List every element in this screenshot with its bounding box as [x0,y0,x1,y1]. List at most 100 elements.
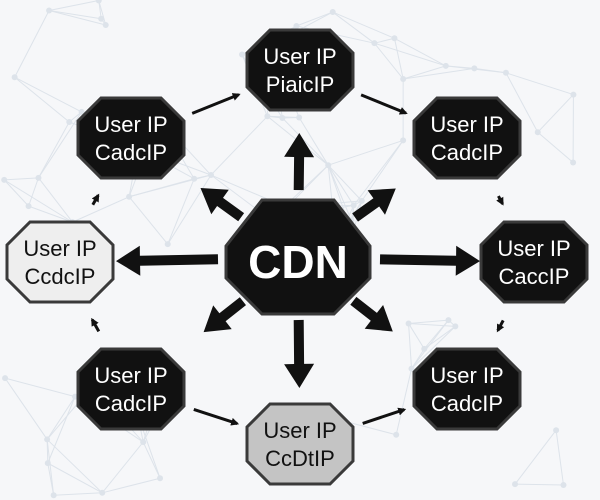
pattern-dot [393,431,400,438]
pattern-dot [140,439,147,446]
pattern-dot [553,427,560,434]
node-left: User IP CcdcIP [5,220,115,304]
spoke-arrow-lower-left [203,297,246,333]
pattern-line [505,72,539,133]
node-shape [76,347,186,431]
pattern-line [537,131,574,163]
pattern-line [332,11,375,44]
pattern-line [47,396,76,464]
pattern-line [394,37,447,67]
ring-arrow-left-to-upper-left [91,193,100,206]
pattern-line [353,140,404,206]
pattern-dot [391,35,398,42]
pattern-dot [239,51,246,58]
pattern-line [411,348,425,369]
node-shape [5,220,115,304]
pattern-dot [95,0,102,4]
pattern-dot [534,129,541,136]
node-line1: User IP [263,418,336,443]
pattern-dot [1,176,8,183]
pattern-dot [452,323,459,330]
pattern-line [53,492,103,496]
node-line1: User IP [430,112,503,137]
pattern-dot [405,320,412,327]
pattern-dot [570,159,577,166]
pattern-line [514,429,557,485]
spoke-arrow-right [379,245,480,276]
pattern-line [142,441,161,479]
pattern-line [474,67,507,74]
ring-arrows [90,93,505,426]
pattern-line [38,121,70,179]
node-line1: User IP [94,112,167,137]
pattern-line [47,462,103,494]
ring-arrow-lower-left-to-bottom [193,407,240,426]
node-shape [479,220,589,304]
pattern-line [296,11,333,27]
node-shape [412,96,522,180]
pattern-line [327,164,355,206]
pattern-line [38,177,73,223]
pattern-dot [99,489,106,496]
node-line2: CcDtIP [265,446,335,471]
pattern-line [14,76,82,113]
pattern-dot [264,113,271,120]
pattern-line [374,37,395,44]
node-line2: CcdcIP [25,264,96,289]
pattern-line [98,0,107,26]
pattern-line [49,10,102,20]
pattern-line [4,177,39,181]
pattern-dot [442,62,449,69]
pattern-line [395,368,413,435]
pattern-line [4,377,76,398]
node-line1: User IP [94,363,167,388]
pattern-line [38,111,83,179]
pattern-line [505,72,574,96]
pattern-line [48,10,106,26]
pattern-line [3,179,29,207]
pattern-dot [570,91,577,98]
node-line1: User IP [23,236,96,261]
pattern-dot [502,69,509,76]
node-line2: CadcIP [95,391,167,416]
ring-arrow-right-to-lower-right [496,319,505,333]
pattern-dot [279,115,286,122]
pattern-dot [296,114,303,121]
node-lower-left: User IP CadcIP [76,347,186,431]
node-line2: CadcIP [431,140,503,165]
pattern-dot [445,317,452,324]
node-line2: CadcIP [95,140,167,165]
pattern-line [282,117,329,166]
node-lower-right: User IP CadcIP [412,347,522,431]
pattern-dot [2,375,9,382]
cdn-hub-label: CDN [248,236,348,288]
pattern-line [4,377,48,440]
pattern-dot [98,15,105,22]
pattern-dot [560,481,567,488]
pattern-dot [66,118,73,125]
pattern-line [411,319,449,369]
cdn-hub: CDN [224,198,372,316]
pattern-dot [126,193,133,200]
node-shape [245,402,355,486]
node-shape [412,347,522,431]
node-upper-left: User IP CadcIP [76,96,186,180]
node-line1: User IP [430,363,503,388]
node-line2: CadcIP [431,391,503,416]
ring-arrow-upper-left-to-top [191,93,241,115]
pattern-line [408,323,413,369]
pattern-line [102,477,161,494]
pattern-dot [371,40,378,47]
pattern-line [167,174,212,245]
pattern-line [328,139,404,166]
pattern-line [374,42,404,80]
pattern-dot [157,475,164,482]
spoke-arrow-upper-right [352,188,396,222]
pattern-dot [358,197,365,204]
pattern-line [298,117,329,166]
pattern-line [403,65,446,80]
pattern-dot [191,175,198,182]
